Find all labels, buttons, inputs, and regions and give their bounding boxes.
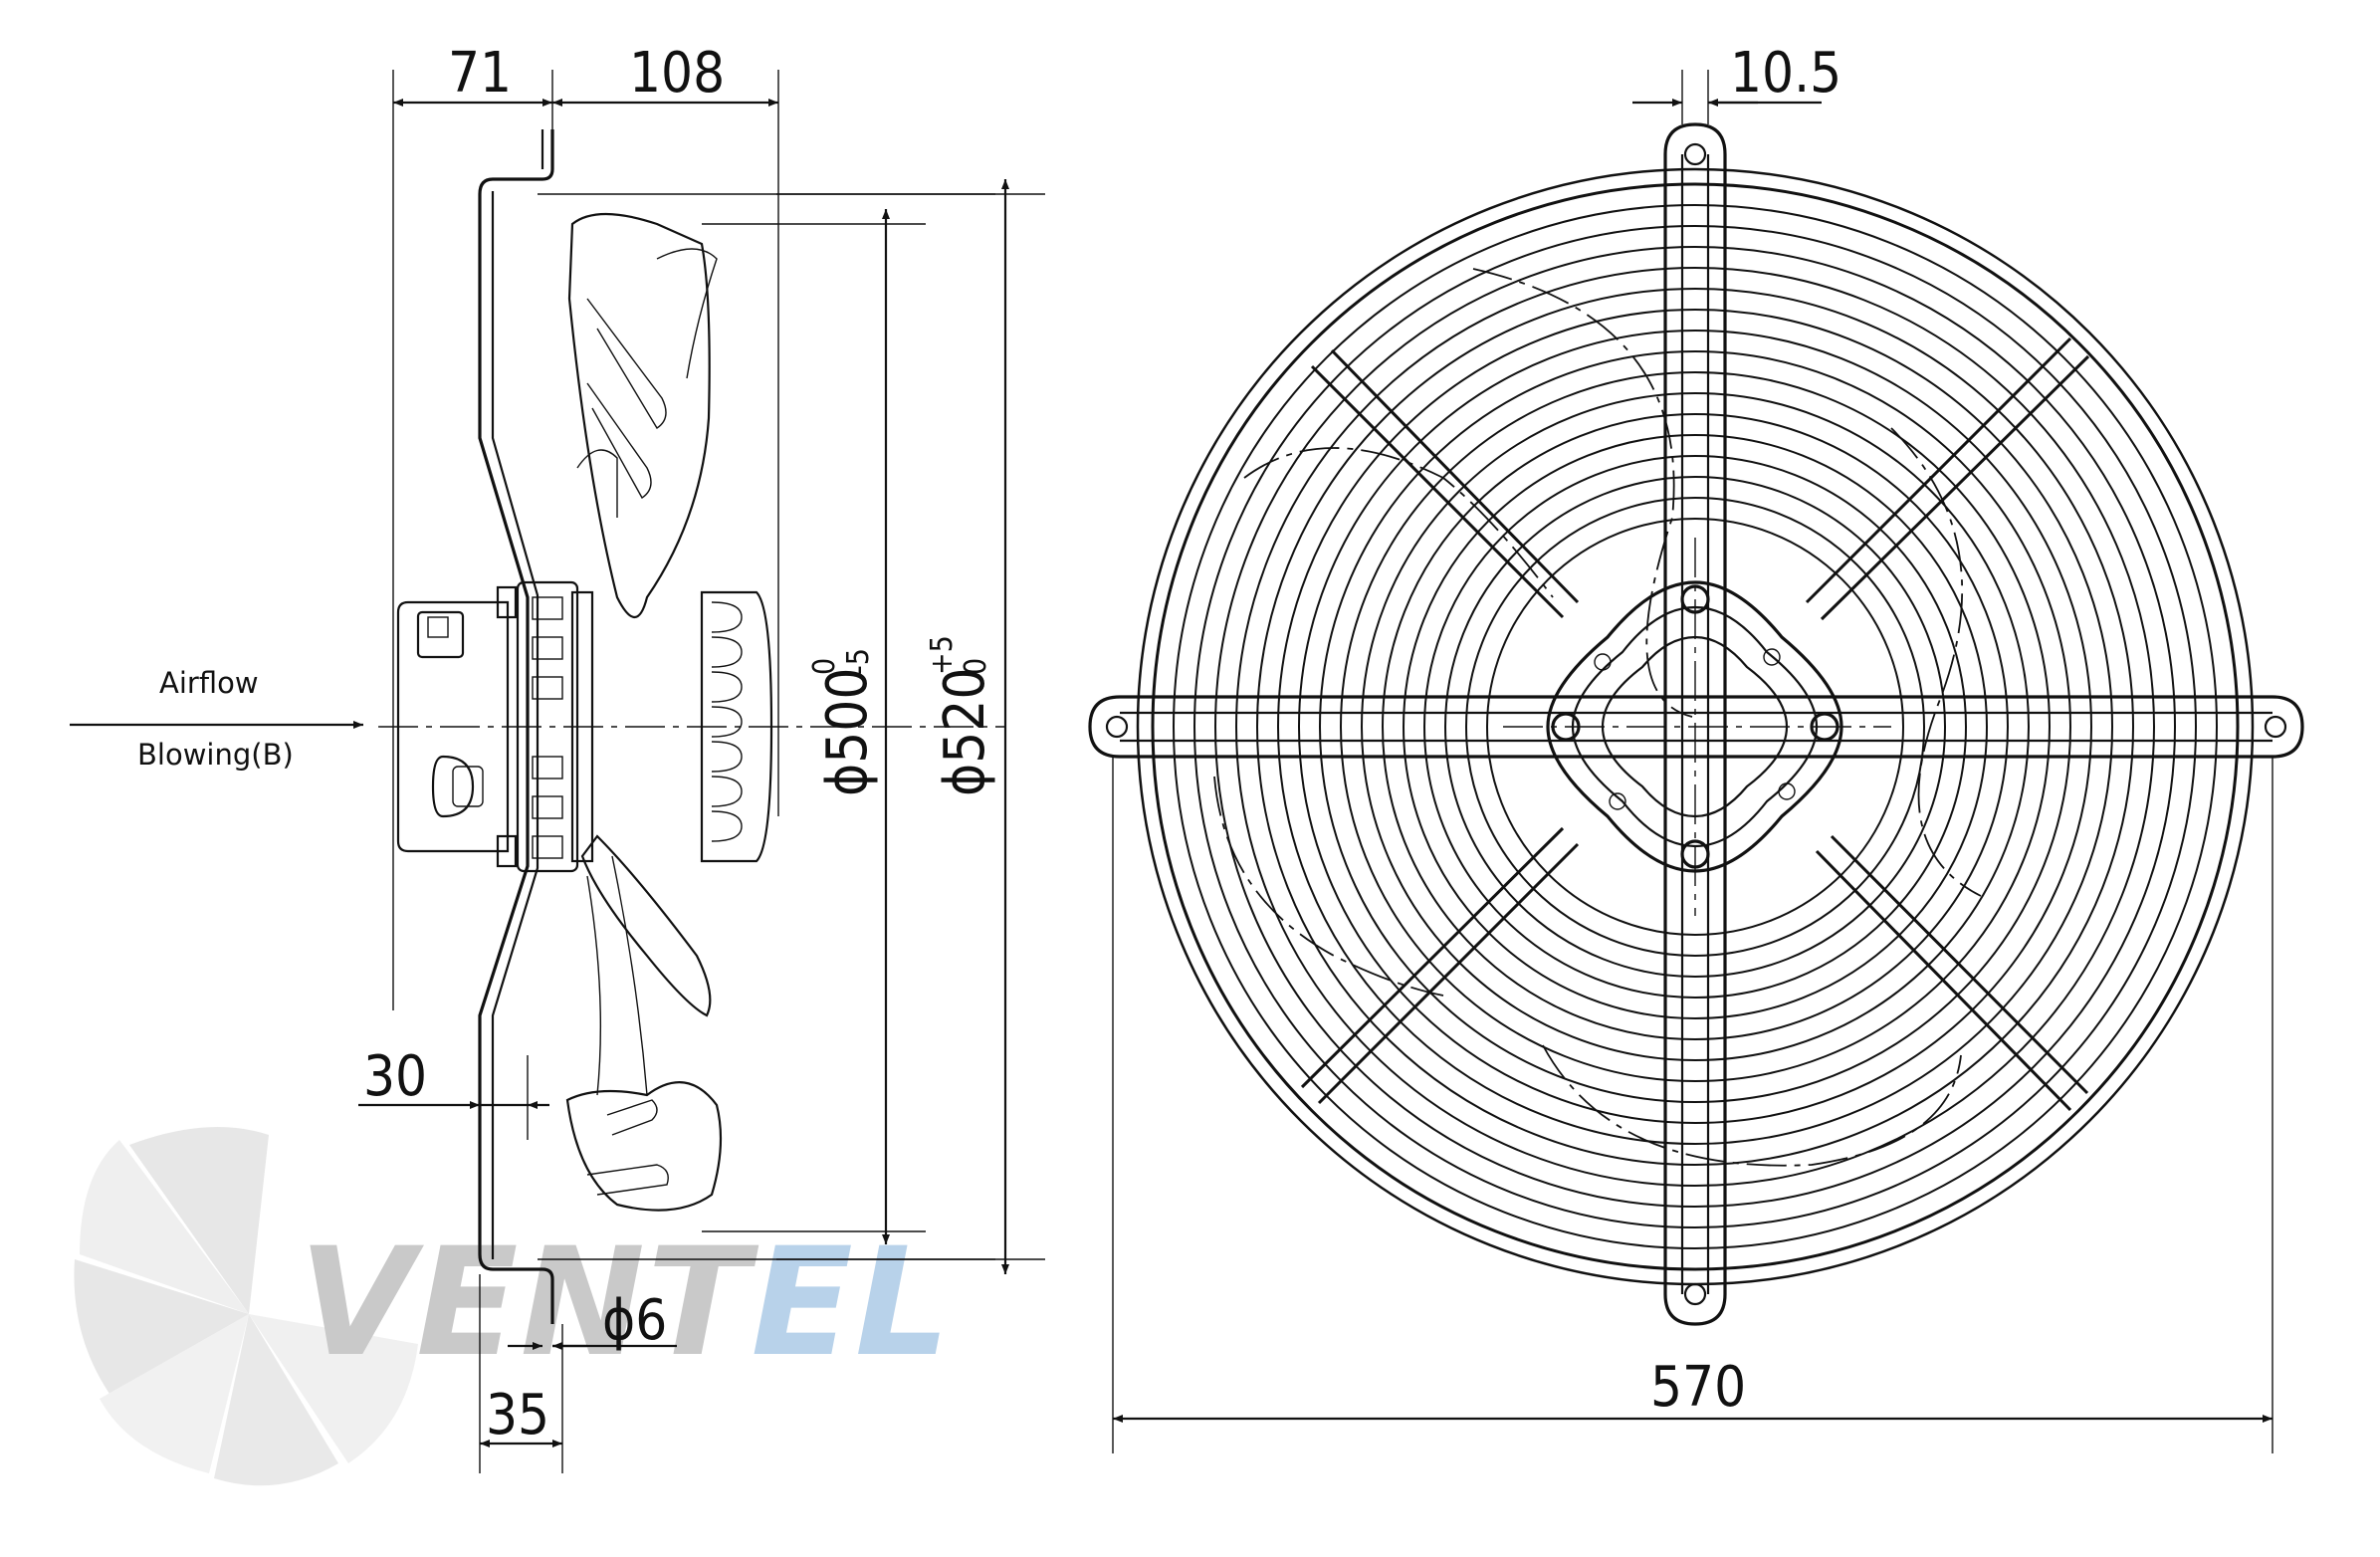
guard-ring <box>1340 371 2051 1082</box>
guard-ring <box>1214 246 2176 1208</box>
watermark-text: VENTEL <box>299 1217 952 1390</box>
guard-ring <box>1256 288 2134 1166</box>
dim-phi520: ϕ520 <box>933 668 997 796</box>
guard-rings <box>1136 167 2255 1286</box>
dim-phi500-tol-upper: 0 <box>807 658 842 675</box>
blowing-label: Blowing(B) <box>137 738 294 772</box>
guard-ring <box>1235 267 2155 1187</box>
side-view: Airflow Blowing(B) 71 108 30 ϕ6 35 ϕ500 <box>70 41 1045 1473</box>
front-view: 10.5 570 <box>1088 41 2304 1453</box>
side-bracket <box>478 129 554 1324</box>
dim-35: 35 <box>486 1383 549 1447</box>
dim-570: 570 <box>1650 1355 1746 1420</box>
terminal-box <box>396 600 510 853</box>
dim-phi520-tol-lower: 0 <box>959 658 993 675</box>
guard-ring <box>1361 392 2030 1061</box>
guard-spokes <box>1300 336 2090 1112</box>
guard-ring <box>1193 225 2197 1228</box>
watermark-part-gray: VENT <box>299 1217 759 1390</box>
guard-ring <box>1444 476 1946 978</box>
guard-ring <box>1465 497 1925 957</box>
dim-phi500-tol-lower: -5 <box>841 648 876 675</box>
guard-ring <box>1277 309 2113 1145</box>
lower-blade <box>580 834 712 1017</box>
dim-108: 108 <box>629 41 725 106</box>
upper-blade <box>567 212 711 618</box>
guard-ring <box>1319 350 2071 1103</box>
fan-logo-icon <box>74 1127 418 1486</box>
airflow-label: Airflow <box>159 666 259 700</box>
watermark-part-blue: EL <box>751 1217 952 1390</box>
guard-ring <box>1173 204 2218 1249</box>
vertical-strap <box>1663 122 1727 1326</box>
dim-30: 30 <box>363 1044 427 1109</box>
guard-ring <box>1403 434 1988 1019</box>
guard-ring <box>1423 455 1967 999</box>
side-bracket-inner <box>491 129 544 1259</box>
guard-ring <box>1382 413 2009 1040</box>
guard-ring <box>1486 518 1904 936</box>
guard-ring <box>1151 182 2240 1271</box>
dim-phi520-tol-upper: +5 <box>925 635 960 675</box>
hidden-blades <box>1213 268 1982 1167</box>
guard-ring <box>1298 330 2092 1124</box>
dim-phi500: ϕ500 <box>815 668 880 796</box>
dim-phi6: ϕ6 <box>602 1288 667 1353</box>
dim-10-5: 10.5 <box>1730 41 1841 106</box>
dim-71: 71 <box>448 41 512 106</box>
ventel-logo: VENTEL <box>74 1127 952 1486</box>
